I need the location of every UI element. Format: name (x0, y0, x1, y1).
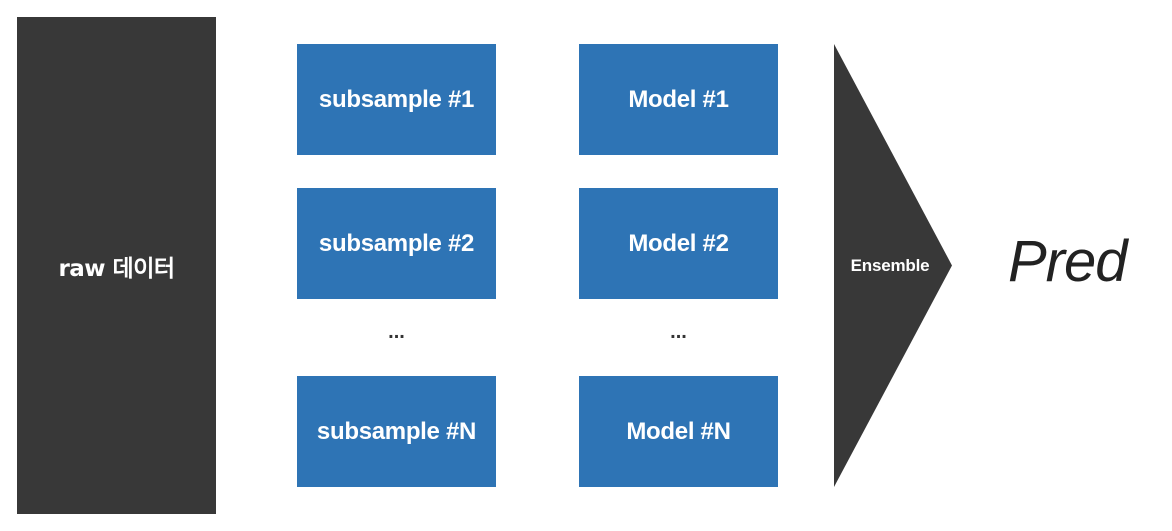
raw-data-block: raw 데이터 (17, 17, 216, 514)
subsample-ellipsis: ... (388, 321, 405, 343)
ensemble-triangle-shape (834, 44, 952, 487)
model-ellipsis: ... (670, 321, 687, 343)
model-box-2: Model #2 (579, 188, 778, 299)
subsample-box-n: subsample #N (297, 376, 496, 487)
raw-data-label: raw 데이터 (58, 255, 175, 282)
pred-output-label: Pred (1008, 229, 1128, 294)
model-box-1: Model #1 (579, 44, 778, 155)
subsample-box-1: subsample #1 (297, 44, 496, 155)
subsample-box-2: subsample #2 (297, 188, 496, 299)
ensemble-arrow: Ensemble (834, 44, 952, 487)
model-box-n: Model #N (579, 376, 778, 487)
ensemble-label: Ensemble (850, 255, 930, 275)
